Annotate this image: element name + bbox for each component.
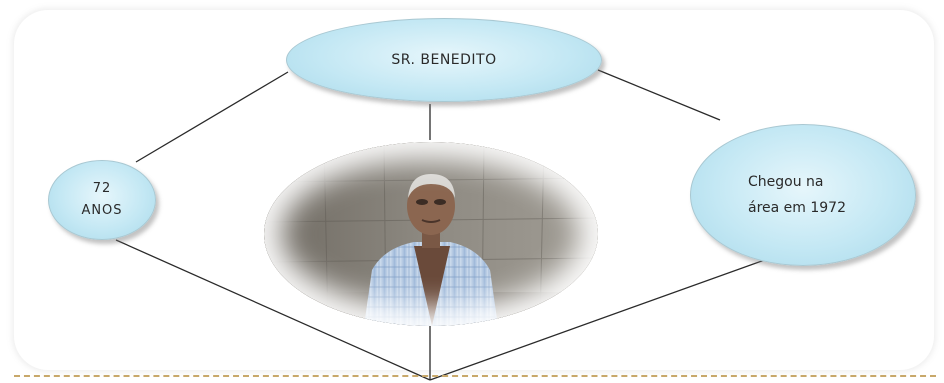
portrait-photo [264,142,598,326]
portrait-vignette [264,142,598,326]
node-arrival-line1: Chegou na [748,174,824,190]
line-left-to-bottom [115,239,431,381]
node-name-label: SR. BENEDITO [391,52,497,68]
node-age: 72 ANOS [48,160,156,240]
line-top-to-right [597,69,721,121]
node-arrival: Chegou na área em 1972 [690,124,916,266]
node-age-number: 72 [92,181,112,196]
node-arrival-line2: área em 1972 [748,200,846,216]
line-right-to-bottom [429,257,771,381]
bottom-dashed-rule [14,375,936,377]
node-name: SR. BENEDITO [286,18,602,102]
line-top-to-left [135,71,289,163]
node-age-unit: ANOS [81,203,123,218]
